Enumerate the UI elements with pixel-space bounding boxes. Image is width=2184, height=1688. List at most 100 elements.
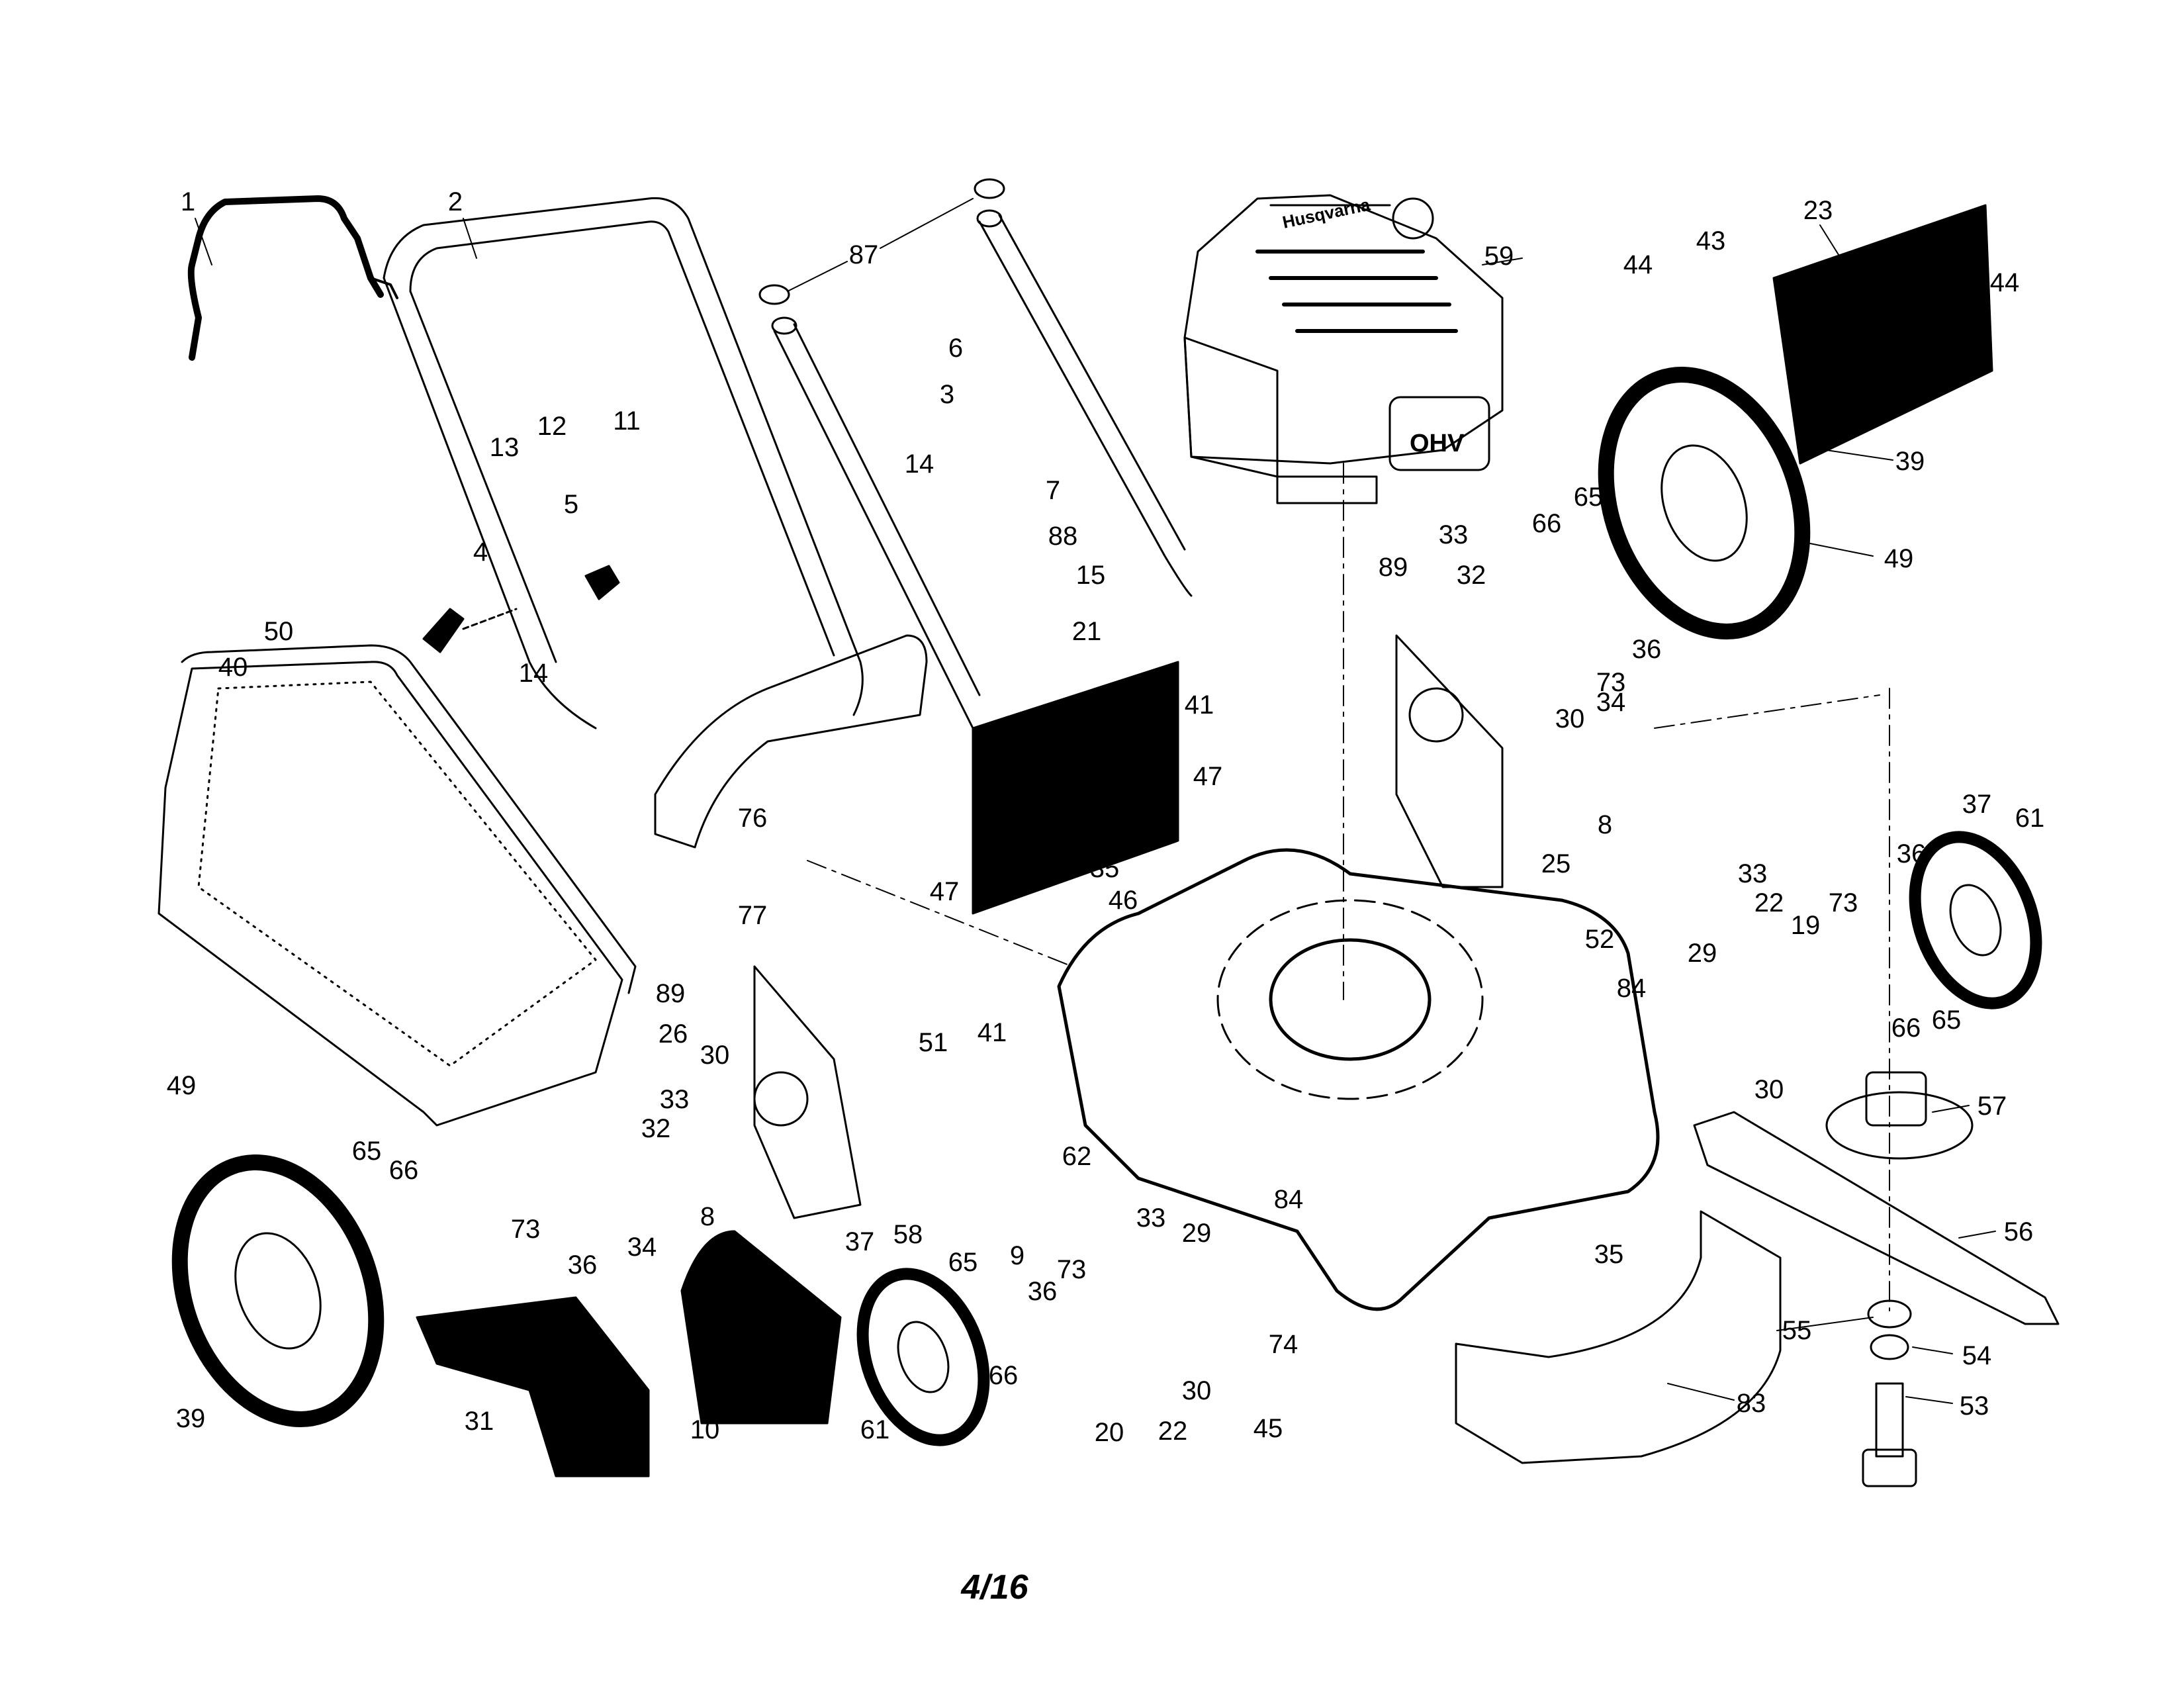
part-callout-61[interactable]: 61 [860, 1415, 890, 1444]
part-callout-7[interactable]: 7 [1045, 476, 1061, 505]
part-callout-73[interactable]: 73 [510, 1215, 541, 1244]
part-callout-51[interactable]: 51 [918, 1028, 948, 1057]
part-callout-61[interactable]: 61 [2015, 804, 2045, 833]
part-callout-46[interactable]: 46 [1108, 886, 1138, 915]
part-callout-39[interactable]: 39 [175, 1404, 206, 1433]
part-callout-89[interactable]: 89 [655, 979, 686, 1008]
part-callout-66[interactable]: 66 [388, 1156, 419, 1185]
part-callout-25[interactable]: 25 [1541, 849, 1571, 878]
part-callout-10[interactable]: 10 [690, 1415, 720, 1444]
part-callout-11[interactable]: 11 [613, 406, 641, 436]
part-callout-47[interactable]: 47 [929, 877, 960, 906]
part-callout-9[interactable]: 9 [1009, 1241, 1025, 1270]
part-callout-40[interactable]: 40 [218, 653, 248, 682]
part-callout-37[interactable]: 37 [1962, 790, 1992, 819]
part-callout-44[interactable]: 44 [1989, 268, 2020, 297]
part-callout-73[interactable]: 73 [1828, 888, 1858, 917]
part-callout-74[interactable]: 74 [1268, 1330, 1298, 1359]
part-callout-42[interactable]: 42 [1936, 264, 1967, 293]
part-callout-65[interactable]: 65 [1573, 483, 1604, 512]
part-callout-8[interactable]: 8 [700, 1202, 715, 1231]
part-callout-30[interactable]: 30 [700, 1041, 730, 1070]
part-callout-32[interactable]: 32 [641, 1114, 671, 1143]
part-callout-53[interactable]: 53 [1959, 1391, 1989, 1421]
part-callout-1[interactable]: 1 [180, 187, 196, 216]
part-callout-20[interactable]: 20 [1094, 1418, 1124, 1447]
part-callout-2[interactable]: 2 [447, 187, 463, 216]
part-callout-65[interactable]: 65 [948, 1248, 978, 1277]
part-callout-62[interactable]: 62 [1062, 1142, 1092, 1171]
part-callout-29[interactable]: 29 [1181, 1219, 1212, 1248]
part-callout-47[interactable]: 47 [1193, 762, 1223, 791]
part-callout-66[interactable]: 66 [1891, 1013, 1921, 1043]
part-callout-66[interactable]: 66 [988, 1361, 1019, 1390]
part-callout-14[interactable]: 14 [518, 659, 549, 688]
part-callout-65[interactable]: 65 [351, 1137, 382, 1166]
part-callout-13[interactable]: 13 [489, 433, 520, 462]
part-callout-18[interactable]: 18 [1066, 829, 1097, 858]
part-callout-76[interactable]: 76 [737, 804, 768, 833]
part-callout-30[interactable]: 30 [1181, 1376, 1212, 1405]
part-callout-31[interactable]: 31 [464, 1407, 494, 1436]
part-callout-19[interactable]: 19 [1790, 911, 1821, 940]
part-callout-37[interactable]: 37 [844, 1227, 875, 1256]
part-callout-41[interactable]: 41 [1184, 690, 1214, 720]
part-callout-52[interactable]: 52 [1584, 925, 1615, 954]
part-callout-54[interactable]: 54 [1962, 1341, 1992, 1370]
part-callout-39[interactable]: 39 [1895, 447, 1925, 476]
part-callout-49[interactable]: 49 [1884, 544, 1914, 573]
part-callout-55[interactable]: 55 [1782, 1316, 1812, 1345]
part-callout-14[interactable]: 14 [904, 449, 934, 479]
part-callout-33[interactable]: 33 [659, 1085, 690, 1114]
handle-cap-left [758, 284, 790, 305]
part-callout-35[interactable]: 35 [1594, 1240, 1624, 1269]
part-callout-43[interactable]: 43 [1696, 226, 1726, 256]
part-callout-59[interactable]: 59 [1484, 242, 1514, 271]
part-callout-33[interactable]: 33 [1737, 859, 1768, 888]
part-callout-15[interactable]: 15 [1075, 561, 1106, 590]
part-callout-36[interactable]: 36 [1027, 1277, 1058, 1306]
part-callout-50[interactable]: 50 [263, 617, 294, 646]
part-callout-12[interactable]: 12 [537, 412, 567, 441]
part-callout-32[interactable]: 32 [1456, 561, 1486, 590]
part-callout-36[interactable]: 36 [1896, 839, 1927, 868]
part-callout-5[interactable]: 5 [563, 490, 579, 519]
part-callout-88[interactable]: 88 [1048, 522, 1078, 551]
part-callout-73[interactable]: 73 [1056, 1255, 1087, 1284]
part-callout-58[interactable]: 58 [893, 1220, 923, 1249]
part-callout-84[interactable]: 84 [1616, 974, 1647, 1003]
part-callout-41[interactable]: 41 [977, 1018, 1007, 1047]
part-callout-8[interactable]: 8 [1597, 810, 1613, 839]
part-callout-77[interactable]: 77 [737, 901, 768, 930]
part-callout-21[interactable]: 21 [1071, 617, 1102, 646]
part-callout-83[interactable]: 83 [1736, 1389, 1766, 1418]
part-callout-26[interactable]: 26 [658, 1019, 688, 1049]
part-callout-65[interactable]: 65 [1931, 1006, 1962, 1035]
part-callout-35[interactable]: 35 [1089, 854, 1120, 883]
part-callout-29[interactable]: 29 [1687, 939, 1717, 968]
part-callout-56[interactable]: 56 [2003, 1217, 2034, 1246]
part-callout-33[interactable]: 33 [1136, 1203, 1166, 1233]
part-callout-89[interactable]: 89 [1378, 553, 1408, 582]
part-callout-30[interactable]: 30 [1555, 704, 1585, 733]
part-callout-22[interactable]: 22 [1158, 1417, 1188, 1446]
part-callout-87[interactable]: 87 [848, 240, 879, 269]
part-callout-34[interactable]: 34 [627, 1233, 657, 1262]
part-callout-57[interactable]: 57 [1977, 1092, 2007, 1121]
part-callout-36[interactable]: 36 [1631, 635, 1662, 664]
part-callout-3[interactable]: 3 [939, 380, 955, 409]
part-callout-44[interactable]: 44 [1623, 250, 1653, 279]
part-callout-84[interactable]: 84 [1273, 1185, 1304, 1214]
part-callout-34[interactable]: 34 [1596, 688, 1626, 717]
part-callout-22[interactable]: 22 [1754, 888, 1784, 917]
part-callout-23[interactable]: 23 [1803, 196, 1833, 225]
part-callout-4[interactable]: 4 [473, 538, 488, 567]
part-callout-6[interactable]: 6 [948, 334, 964, 363]
part-callout-30[interactable]: 30 [1754, 1075, 1784, 1104]
part-callout-45[interactable]: 45 [1253, 1414, 1283, 1443]
part-callout-33[interactable]: 33 [1438, 520, 1469, 549]
part-callout-36[interactable]: 36 [567, 1250, 598, 1280]
part-callout-66[interactable]: 66 [1531, 509, 1562, 538]
part-callout-49[interactable]: 49 [166, 1071, 197, 1100]
part-callout-73[interactable]: 73 [1596, 668, 1626, 697]
